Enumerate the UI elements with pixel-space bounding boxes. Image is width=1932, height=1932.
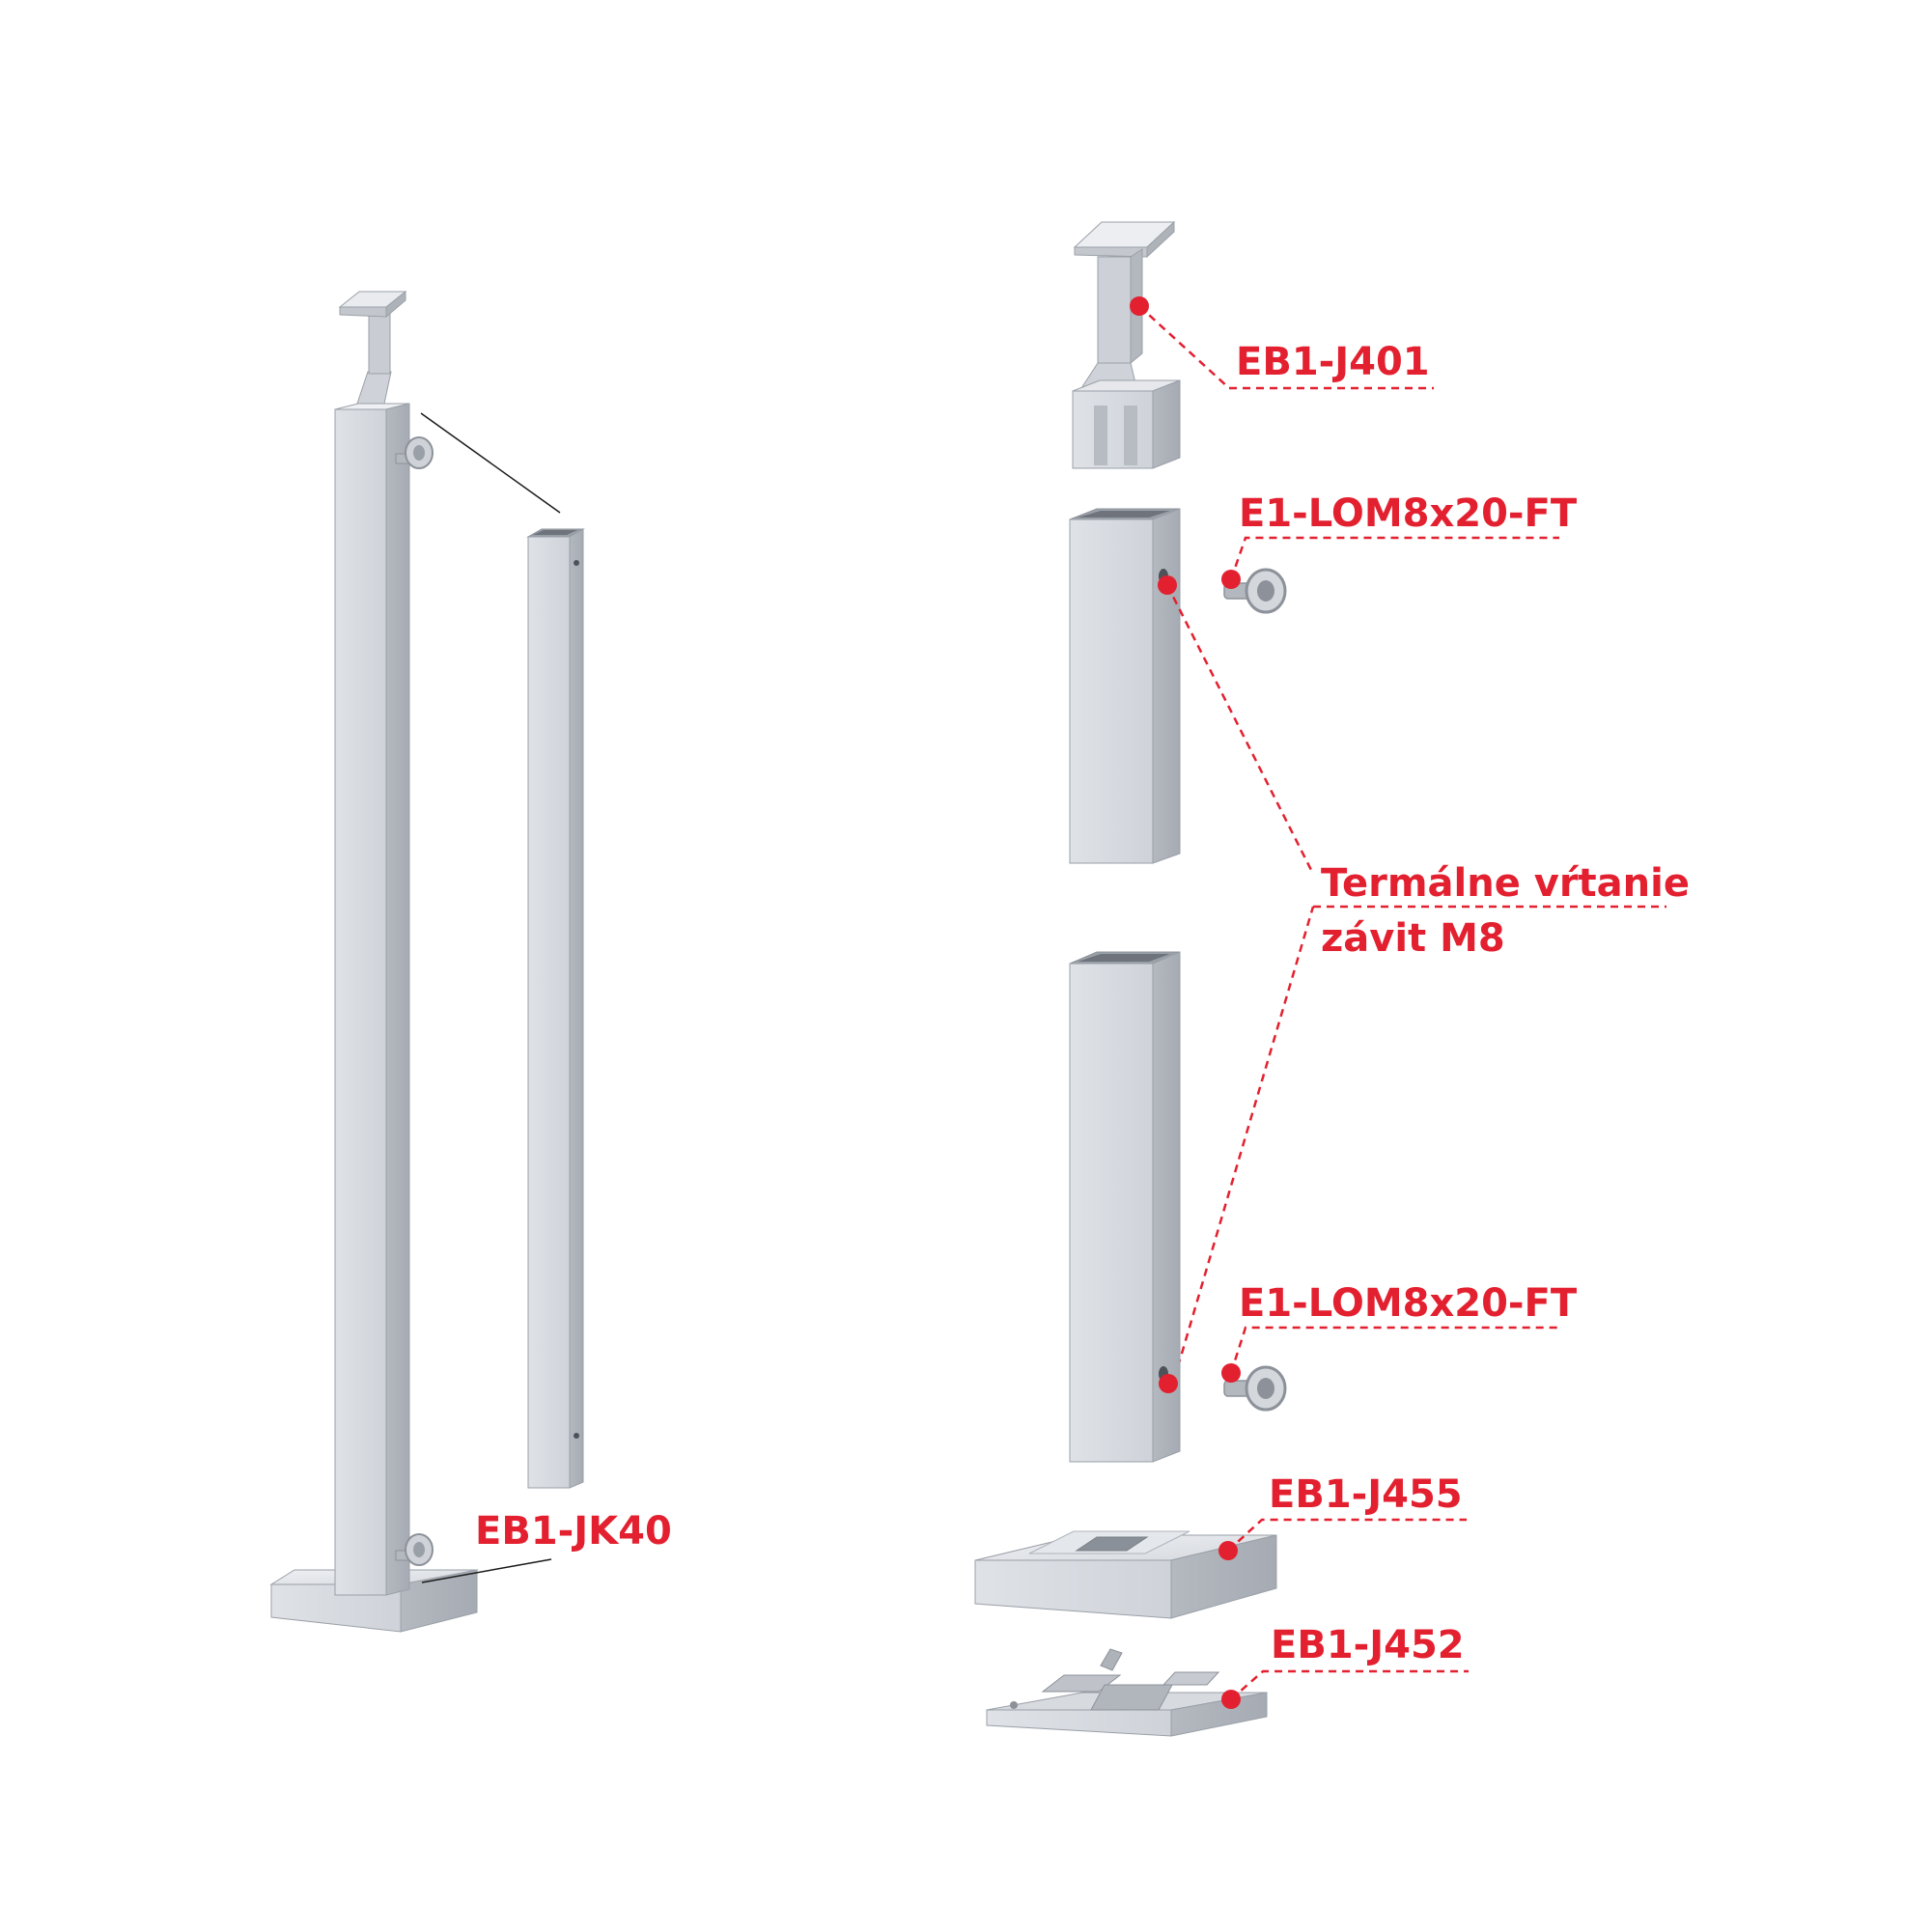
assembled-base-plate [269,1569,479,1633]
upper-tube-part [1069,508,1181,864]
label-eye-bolt-top: E1-LOM8x20-FT [1239,491,1578,536]
eye-bolt-bottom-part [1223,1365,1287,1412]
leader-line-base-cover [1227,1518,1467,1552]
assembled-post-tube [334,403,410,1596]
separate-post-tube [526,528,585,1489]
assembled-eye-bolt-bottom [395,1533,434,1566]
assembled-eye-bolt-top [395,436,434,469]
leader-line-tube-top [420,412,561,514]
base-plate-part [986,1648,1268,1737]
label-eye-bolt-bottom: E1-LOM8x20-FT [1239,1281,1578,1326]
label-base-plate: EB1-J452 [1271,1623,1465,1667]
label-thermal-drilling-line2: závit M8 [1321,916,1505,961]
leader-line-base-plate [1230,1669,1469,1700]
leader-line-thermal-drilling-bottom [1172,906,1315,1381]
leader-line-jk40 [421,1558,552,1583]
label-thermal-drilling-line1: Termálne vŕtanie [1321,861,1690,906]
label-post-tube: EB1-JK40 [475,1509,672,1554]
handrail-support-part [1072,220,1181,469]
leader-line-handrail-support [1138,305,1434,390]
label-base-cover: EB1-J455 [1269,1472,1463,1517]
label-handrail-support: EB1-J401 [1236,340,1430,384]
base-cover-part [974,1530,1277,1619]
leader-line-eye-bolt-bottom [1229,1326,1559,1374]
assembled-handrail-support [338,290,407,405]
assembled-post [269,290,479,1633]
lower-tube-part [1069,951,1181,1463]
marker-thermal-drilling-bottom [1159,1374,1178,1393]
eye-bolt-top-part [1223,568,1287,614]
leader-line-thermal-drilling-top [1165,584,1315,875]
leader-line-eye-bolt-top [1229,536,1559,580]
